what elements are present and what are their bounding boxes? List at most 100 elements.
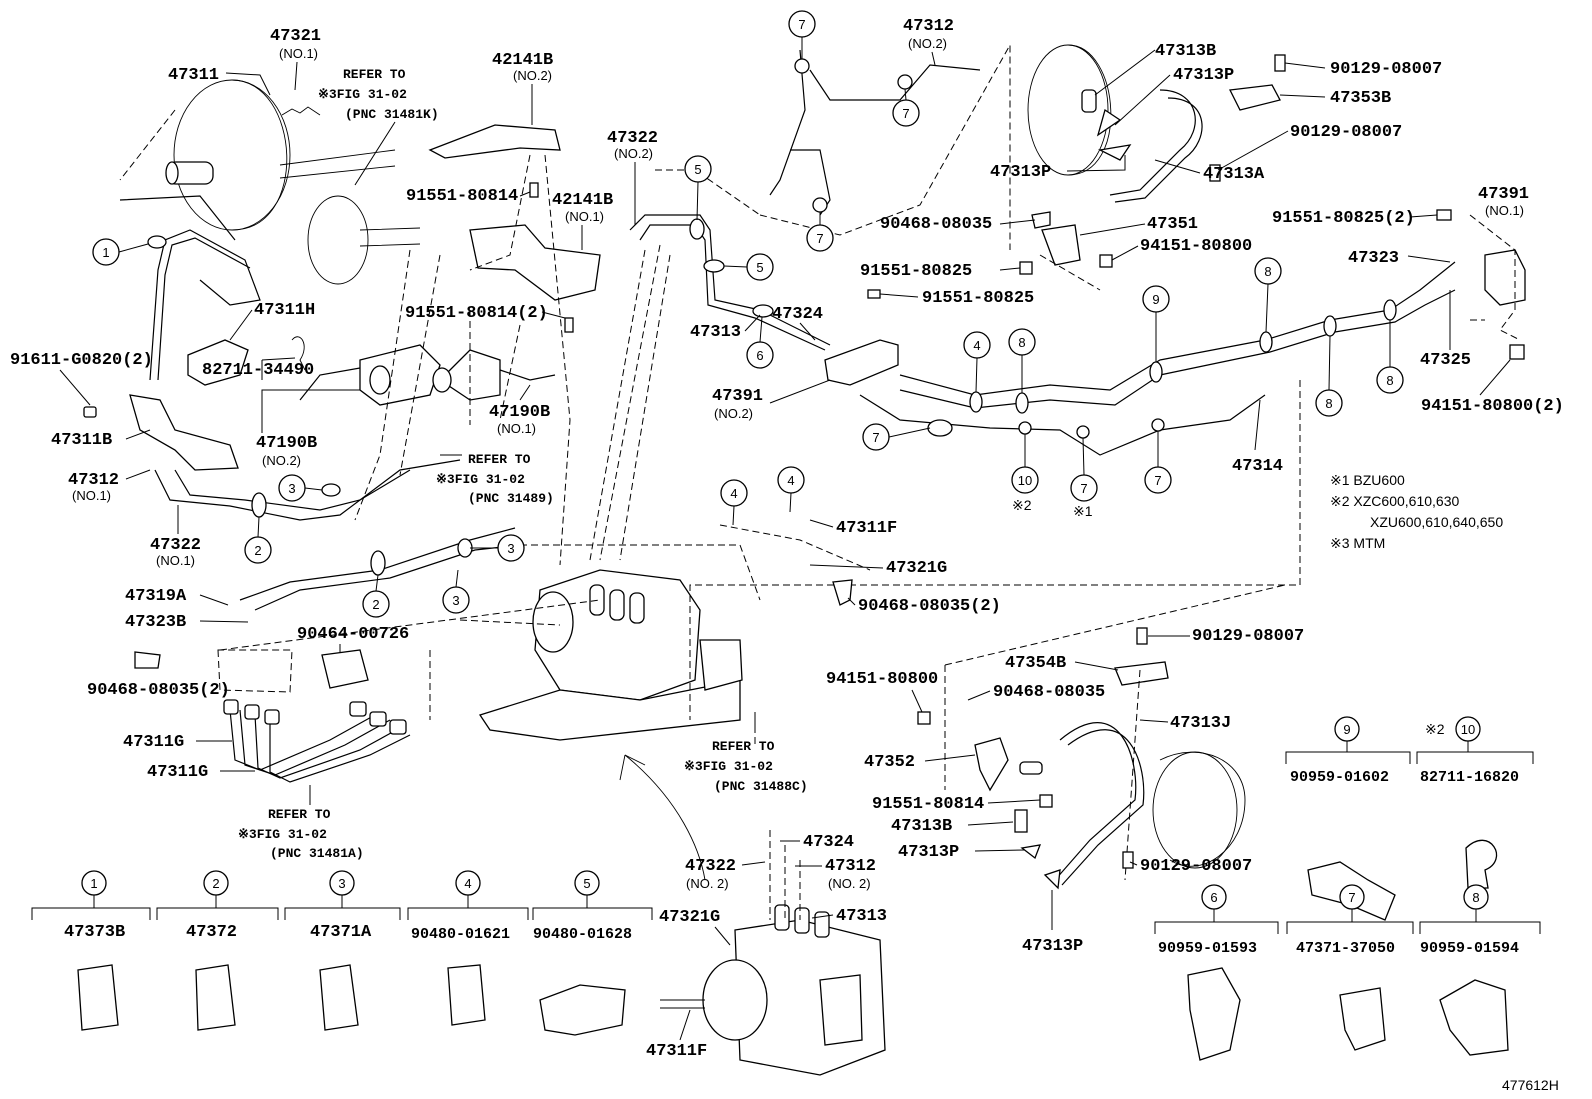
svg-text:82711-34490: 82711-34490 — [202, 361, 314, 380]
refer-note-31481k: REFER TO ※3FIG 31-02 (PNC 31481K) — [318, 67, 439, 186]
svg-text:3: 3 — [452, 593, 459, 608]
svg-text:※1 BZU600: ※1 BZU600 — [1330, 472, 1405, 488]
label-47322-no2-top: 47322 (NO.2) — [607, 129, 658, 225]
label-47313p-mid: 47313P — [990, 155, 1126, 182]
label-42141b-no1: 42141B (NO.1) — [552, 191, 613, 250]
svg-text:47352: 47352 — [864, 753, 915, 772]
svg-text:1: 1 — [90, 876, 97, 891]
abs-actuator-bottom-illustration — [619, 754, 886, 1076]
clamp-entry-2: 2 47372 — [156, 870, 279, 942]
callout-2: 2 — [244, 536, 272, 564]
svg-text:(PNC 31481A): (PNC 31481A) — [270, 846, 364, 861]
label-91551-80825-b: 91551-80825 — [879, 289, 1034, 308]
label-47313p-mid-bottom: 47313P — [898, 843, 1026, 862]
svg-text:47354B: 47354B — [1005, 654, 1066, 673]
svg-text:47311F: 47311F — [836, 519, 897, 538]
svg-text:47313A: 47313A — [1203, 165, 1265, 184]
svg-text:(NO.2): (NO.2) — [908, 36, 947, 51]
label-90464-00726: 90464-00726 — [297, 625, 409, 652]
callout-10: 10 — [1011, 466, 1039, 494]
label-82711-34490: 82711-34490 — [202, 357, 314, 380]
svg-text:47313B: 47313B — [1155, 42, 1216, 61]
svg-text:9: 9 — [1152, 292, 1159, 307]
callout-6: 6 — [746, 341, 774, 369]
svg-text:47371A: 47371A — [310, 923, 372, 942]
svg-text:47372: 47372 — [186, 923, 237, 942]
label-47319a: 47319A — [125, 587, 229, 606]
svg-text:47313P: 47313P — [1022, 937, 1083, 956]
svg-text:90959-01602: 90959-01602 — [1290, 769, 1389, 786]
label-90468-08035-2-mid: 90468-08035(2) — [847, 597, 1001, 616]
svg-text:47351: 47351 — [1147, 215, 1198, 234]
svg-text:※3 MTM: ※3 MTM — [1330, 535, 1385, 551]
svg-text:47311G: 47311G — [147, 763, 208, 782]
actuator-illustration — [299, 344, 556, 406]
callout-5: 5 — [746, 253, 774, 281]
label-47314: 47314 — [1232, 399, 1283, 476]
callout-4: 4 — [963, 331, 991, 359]
clamp-entry-7: 7 47371-37050 — [1286, 884, 1414, 957]
svg-text:47314: 47314 — [1232, 457, 1283, 476]
callout-7: 7 — [892, 99, 920, 127]
callout-7: 7 — [806, 224, 834, 252]
callout-4: 4 — [777, 466, 805, 494]
svg-text:(NO.1): (NO.1) — [1485, 203, 1524, 218]
svg-text:1: 1 — [102, 245, 109, 260]
svg-text:47190B: 47190B — [256, 434, 317, 453]
refer-note-31488c: REFER TO ※3FIG 31-02 (PNC 31488C) — [684, 712, 808, 794]
callout-1: 1 — [92, 238, 120, 266]
svg-text:5: 5 — [756, 260, 763, 275]
label-47323b: 47323B — [125, 613, 249, 632]
svg-text:47391: 47391 — [712, 387, 763, 406]
clamp-entry-1: 1 47373B — [31, 870, 151, 942]
label-47311: 47311 — [168, 66, 271, 96]
label-47313a: 47313A — [1154, 159, 1265, 184]
svg-text:6: 6 — [1210, 890, 1217, 905]
svg-text:(NO. 2): (NO. 2) — [828, 876, 871, 891]
label-47190b-no1: 47190B (NO.1) — [489, 384, 550, 436]
svg-text:90468-08035: 90468-08035 — [993, 683, 1105, 702]
svg-text:42141B: 42141B — [492, 51, 553, 70]
label-47311b: 47311B — [51, 429, 151, 450]
svg-text:47311: 47311 — [168, 66, 219, 85]
svg-text:4: 4 — [973, 338, 980, 353]
label-47354b: 47354B — [1005, 654, 1119, 673]
callout-3: 3 — [278, 474, 306, 502]
bracket-42141b-no2-illustration — [428, 124, 561, 159]
flexible-hoses-illustration — [223, 649, 411, 783]
label-47321g-bottom: 47321G — [659, 908, 731, 946]
label-47325: 47325 — [1420, 290, 1471, 370]
svg-text:90468-08035(2): 90468-08035(2) — [858, 597, 1001, 616]
label-47323: 47323 — [1348, 249, 1451, 268]
clamp-entry-9: 9 90959-01602 — [1285, 716, 1411, 786]
clamp-10-illustration — [1465, 839, 1498, 889]
svg-text:REFER TO: REFER TO — [468, 452, 531, 467]
label-47313j: 47313J — [1139, 714, 1231, 733]
svg-text:※3FIG 31-02: ※3FIG 31-02 — [318, 87, 407, 102]
svg-text:91551-80825: 91551-80825 — [922, 289, 1034, 308]
label-47322-no1: 47322 (NO.1) — [150, 505, 201, 568]
svg-text:6: 6 — [756, 348, 763, 363]
svg-text:※3FIG 31-02: ※3FIG 31-02 — [238, 827, 327, 842]
svg-text:※2 XZC600,610,630: ※2 XZC600,610,630 — [1330, 493, 1459, 509]
label-47324-bottom: 47324 — [780, 833, 854, 852]
label-42141b-no2: 42141B (NO.2) — [492, 51, 553, 125]
svg-text:47311H: 47311H — [254, 301, 315, 320]
variant-mark-1: ※1 — [1073, 503, 1093, 519]
callout-8: 8 — [1254, 257, 1282, 285]
callout-7: 7 — [1070, 474, 1098, 502]
svg-text:47313B: 47313B — [891, 817, 952, 836]
svg-text:7: 7 — [798, 17, 805, 32]
clamp-entry-5: 5 90480-01628 — [532, 870, 653, 943]
svg-text:5: 5 — [583, 876, 590, 891]
svg-text:90959-01593: 90959-01593 — [1158, 940, 1257, 957]
svg-text:(NO.1): (NO.1) — [72, 488, 111, 503]
svg-text:4: 4 — [787, 473, 794, 488]
svg-text:90480-01628: 90480-01628 — [533, 926, 632, 943]
svg-text:※3FIG 31-02: ※3FIG 31-02 — [436, 472, 525, 487]
label-47313b-bottom: 47313B — [891, 817, 1014, 836]
label-94151-80800-2: 94151-80800(2) — [1421, 359, 1564, 416]
svg-text:(NO.1): (NO.1) — [156, 553, 195, 568]
svg-text:(PNC 31488C): (PNC 31488C) — [714, 779, 808, 794]
svg-text:7: 7 — [816, 231, 823, 246]
